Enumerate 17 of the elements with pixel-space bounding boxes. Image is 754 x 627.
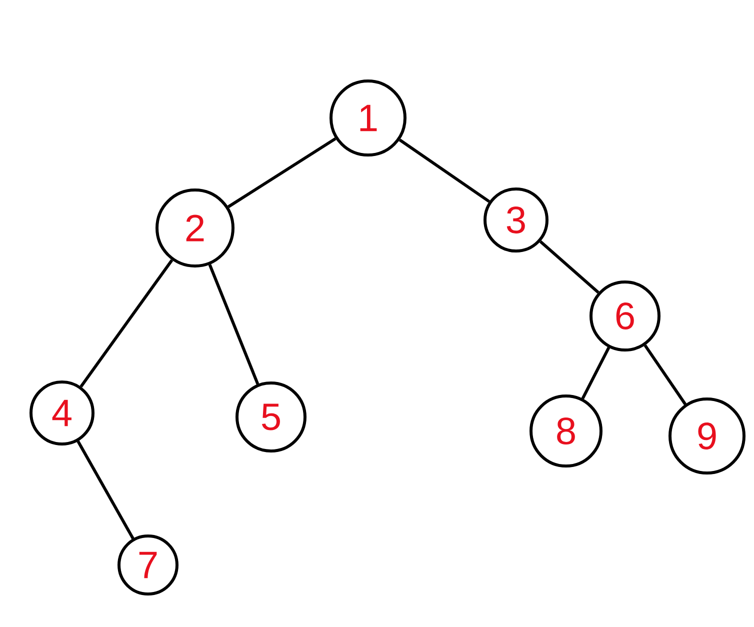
tree-node: 5 — [236, 382, 306, 452]
tree-node: 4 — [30, 380, 94, 446]
tree-node: 3 — [484, 188, 548, 252]
tree-edge — [398, 138, 490, 203]
tree-node: 7 — [118, 534, 178, 596]
tree-edge — [228, 137, 336, 208]
tree-node: 1 — [330, 80, 406, 156]
tree-node: 8 — [530, 394, 602, 468]
tree-edge — [644, 344, 687, 406]
tree-edge — [208, 264, 260, 385]
tree-edge — [581, 346, 610, 400]
tree-edge — [76, 440, 134, 540]
tree-edge — [80, 259, 174, 388]
tree-node: 2 — [156, 188, 234, 268]
tree-node: 6 — [590, 280, 660, 352]
tree-edge — [539, 240, 600, 294]
tree-node: 9 — [668, 398, 746, 474]
